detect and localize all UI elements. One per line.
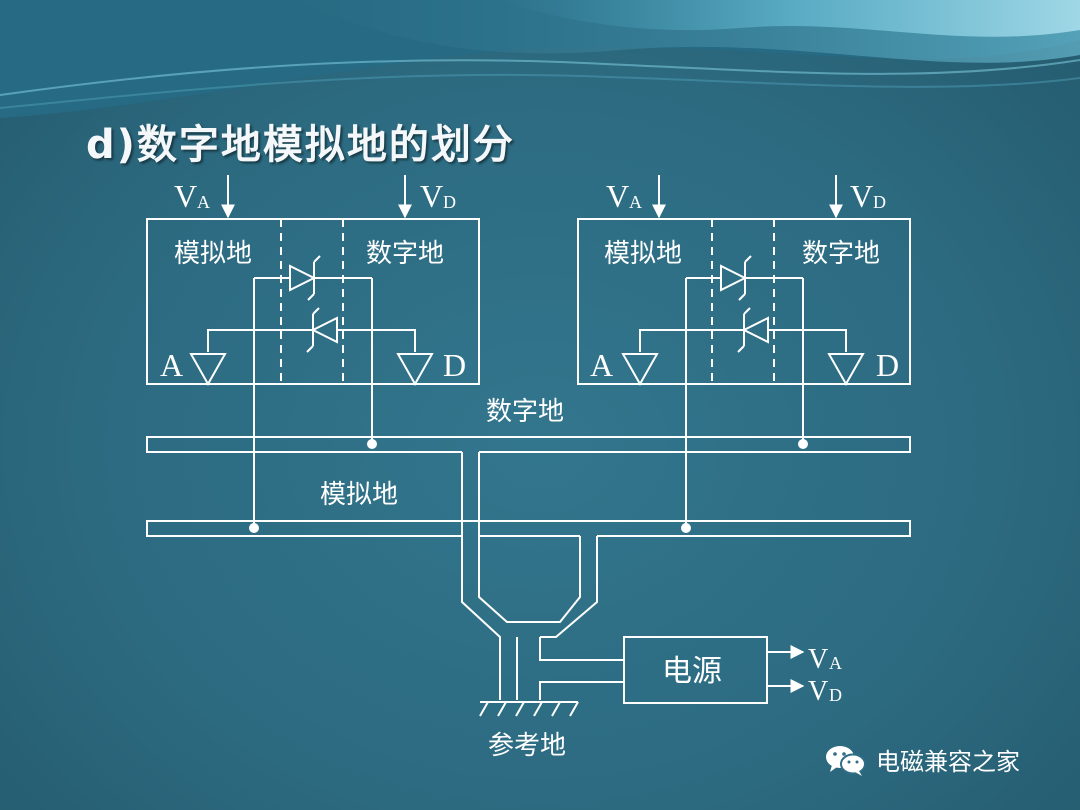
vd-sub: D — [873, 192, 886, 212]
watermark: 电磁兼容之家 — [824, 742, 1020, 777]
diode-bar — [743, 307, 751, 315]
ground-triangle-icon — [621, 353, 659, 387]
chip-left — [146, 175, 480, 387]
diode-bar — [307, 293, 315, 301]
out-va-sub: A — [829, 653, 842, 673]
ground-trunk — [461, 452, 624, 717]
va-sub: A — [197, 192, 210, 212]
va-label: V — [174, 178, 197, 214]
d-label: D — [876, 347, 899, 383]
vd-sub: D — [443, 192, 456, 212]
diode-bar — [744, 255, 752, 263]
va-sub: A — [629, 192, 642, 212]
a-label: A — [590, 347, 613, 383]
digital-region-label: 数字地 — [366, 239, 444, 269]
chip-right-outline — [577, 218, 911, 385]
analog-bus-label: 模拟地 — [320, 480, 398, 510]
diode-bar — [313, 255, 321, 263]
slide-title: d)数字地模拟地的划分 — [86, 122, 515, 168]
analog-region-label: 模拟地 — [174, 239, 252, 269]
analog-ground-bus — [146, 520, 911, 537]
ground-triangle-icon — [189, 353, 227, 387]
digital-bus-label: 数字地 — [486, 397, 564, 427]
diode-bar — [312, 307, 320, 315]
vd-label: V — [420, 178, 443, 214]
diode-bar — [737, 345, 745, 353]
analog-region-label: 模拟地 — [604, 239, 682, 269]
d-label: D — [443, 347, 466, 383]
digital-ground-bus — [146, 436, 911, 453]
digital-region-label: 数字地 — [802, 239, 880, 269]
junction-dot — [367, 439, 377, 449]
out-va-label: V — [808, 644, 828, 675]
watermark-text: 电磁兼容之家 — [876, 748, 1020, 776]
vd-label: V — [850, 178, 873, 214]
decorative-wave — [0, 0, 1080, 118]
diode-icon — [310, 316, 338, 344]
va-label: V — [606, 178, 629, 214]
out-vd-label: V — [808, 676, 828, 707]
diode-icon — [741, 316, 769, 344]
chip-left-outline — [146, 218, 480, 385]
ground-triangle-icon — [827, 353, 865, 387]
wechat-icon — [826, 745, 866, 776]
reference-ground-label: 参考地 — [488, 731, 566, 761]
out-vd-sub: D — [829, 685, 842, 705]
diode-icon — [289, 264, 317, 292]
junction-dot — [681, 523, 691, 533]
wire — [768, 329, 847, 352]
chip-right — [577, 175, 911, 387]
power-supply-box — [623, 636, 768, 704]
wire — [337, 329, 416, 352]
wire — [207, 329, 313, 352]
junction-dot — [798, 439, 808, 449]
ground-triangle-icon — [396, 353, 434, 387]
power-label: 电源 — [662, 654, 722, 689]
junction-dot — [249, 523, 259, 533]
a-label: A — [160, 347, 183, 383]
diode-bar — [306, 345, 314, 353]
diode-bar — [738, 293, 746, 301]
diode-icon — [720, 264, 748, 292]
wire — [639, 329, 744, 352]
